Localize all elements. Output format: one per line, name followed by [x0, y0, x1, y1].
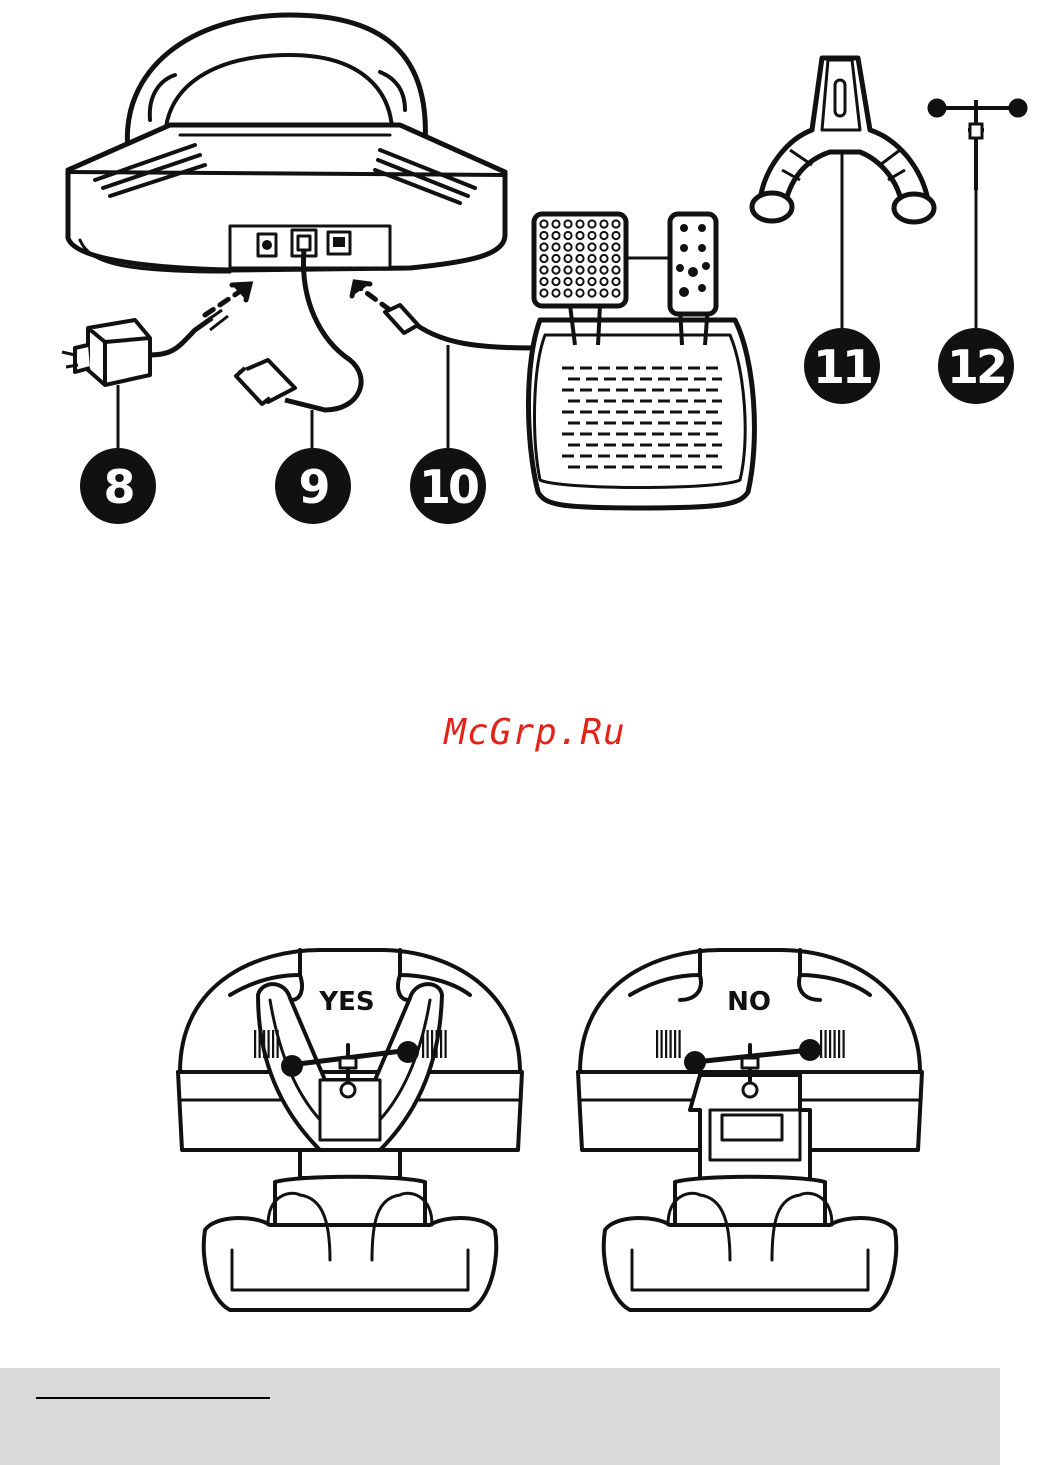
- clamp-illustration: [752, 58, 934, 340]
- connection-arrows: [205, 282, 390, 315]
- incorrect-label: NO: [727, 987, 771, 1017]
- svg-text:12: 12: [947, 340, 1005, 394]
- callout-8: 8: [80, 448, 156, 524]
- footnote-rule: [36, 1397, 270, 1399]
- footer-band: [0, 1368, 1000, 1465]
- pedal-cable-illustration: [385, 305, 540, 450]
- callout-12: 12: [938, 328, 1014, 404]
- svg-text:11: 11: [813, 340, 871, 394]
- correct-label: YES: [318, 987, 374, 1017]
- pedal-set-illustration: [528, 214, 754, 508]
- callout-9: 9: [275, 448, 351, 524]
- screw-illustration: [928, 99, 1027, 340]
- power-adapter-illustration: [62, 310, 228, 450]
- svg-text:8: 8: [103, 460, 133, 514]
- svg-text:10: 10: [419, 460, 478, 514]
- usb-cable-illustration: [236, 250, 361, 450]
- svg-text:9: 9: [298, 460, 328, 514]
- callout-10: 10: [410, 448, 486, 524]
- steering-wheel-illustration: [68, 15, 505, 272]
- callout-11: 11: [804, 328, 880, 404]
- watermark: McGrp.Ru: [0, 712, 1057, 753]
